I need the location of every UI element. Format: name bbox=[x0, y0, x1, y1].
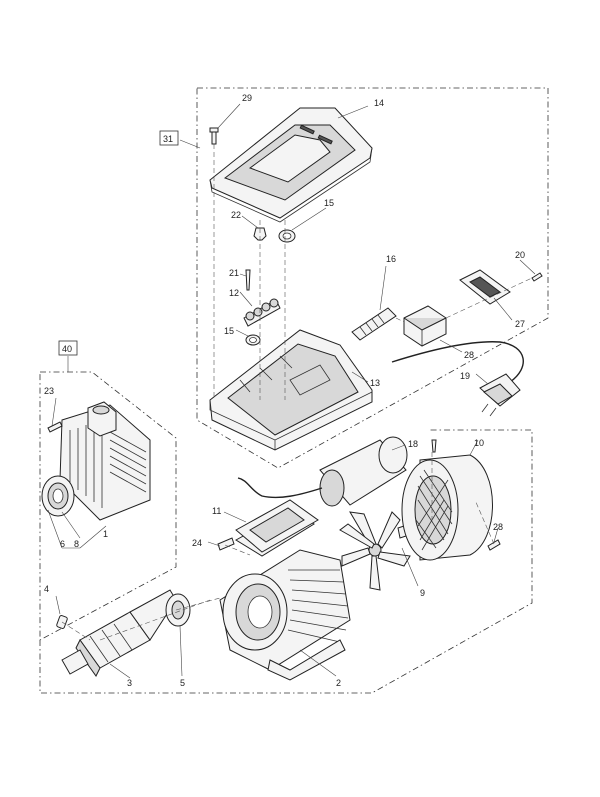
callout-11: 11 bbox=[212, 506, 221, 516]
callout-15-upper: 15 bbox=[324, 198, 334, 208]
frame-screw bbox=[531, 272, 543, 282]
cooling-fan bbox=[339, 511, 413, 591]
callout-29: 29 bbox=[242, 93, 252, 103]
power-cord-with-plug bbox=[391, 341, 524, 417]
callout-6: 6 bbox=[60, 539, 65, 549]
terminal-box-cover bbox=[209, 107, 373, 223]
assembly-axes bbox=[61, 144, 533, 641]
callout-labels: 29 14 22 15 21 12 15 16 13 20 27 28 19 1… bbox=[44, 93, 525, 688]
callout-27: 27 bbox=[515, 319, 525, 329]
callout-13: 13 bbox=[370, 378, 380, 388]
leader-lines bbox=[47, 103, 536, 679]
mechanical-seal bbox=[41, 475, 75, 517]
callout-19: 19 bbox=[460, 371, 470, 381]
housing-screw bbox=[47, 421, 63, 433]
group-label-31-text: 31 bbox=[163, 134, 173, 144]
callout-5: 5 bbox=[180, 678, 185, 688]
gland-insert bbox=[253, 227, 267, 241]
terminal-box-base bbox=[209, 329, 373, 451]
callout-28-lower: 28 bbox=[493, 522, 503, 532]
group-label-40: 40 bbox=[58, 340, 78, 356]
group-boundary-40 bbox=[39, 371, 177, 641]
callout-2: 2 bbox=[336, 678, 341, 688]
callout-15-lower: 15 bbox=[224, 326, 234, 336]
group-boundary-31 bbox=[196, 87, 549, 469]
lock-nut-upper bbox=[278, 229, 296, 243]
callout-4: 4 bbox=[44, 584, 49, 594]
callout-16: 16 bbox=[386, 254, 396, 264]
callout-1: 1 bbox=[103, 529, 108, 539]
callout-20: 20 bbox=[515, 250, 525, 260]
callout-23: 23 bbox=[44, 386, 54, 396]
callout-24: 24 bbox=[192, 538, 202, 548]
callout-9: 9 bbox=[420, 588, 425, 598]
group-label-40-text: 40 bbox=[62, 344, 72, 354]
callout-28-upper: 28 bbox=[464, 350, 474, 360]
lock-nut-lower bbox=[245, 334, 261, 346]
terminal-plate bbox=[235, 499, 319, 553]
callout-10: 10 bbox=[474, 438, 484, 448]
callout-12: 12 bbox=[229, 288, 239, 298]
rotor bbox=[61, 589, 177, 677]
terminal-block bbox=[243, 298, 281, 327]
cover-screw bbox=[209, 127, 219, 145]
fan-cover-screws bbox=[431, 439, 501, 551]
callout-3: 3 bbox=[127, 678, 132, 688]
callout-18: 18 bbox=[408, 439, 418, 449]
cable-clip bbox=[217, 537, 235, 551]
terminal-screw bbox=[245, 269, 251, 291]
switch-frame bbox=[459, 269, 511, 305]
callout-8: 8 bbox=[74, 539, 79, 549]
fan-cover bbox=[401, 454, 493, 561]
group-label-31: 31 bbox=[159, 130, 179, 146]
ball-bearing bbox=[165, 593, 191, 627]
group-boundary-main bbox=[39, 429, 533, 694]
callout-14: 14 bbox=[374, 98, 384, 108]
pressure-switch bbox=[403, 305, 447, 347]
cable-gland bbox=[351, 307, 397, 341]
pump-housing bbox=[59, 401, 151, 521]
callout-22: 22 bbox=[231, 210, 241, 220]
capacitor bbox=[237, 436, 408, 507]
callout-21: 21 bbox=[229, 268, 239, 278]
